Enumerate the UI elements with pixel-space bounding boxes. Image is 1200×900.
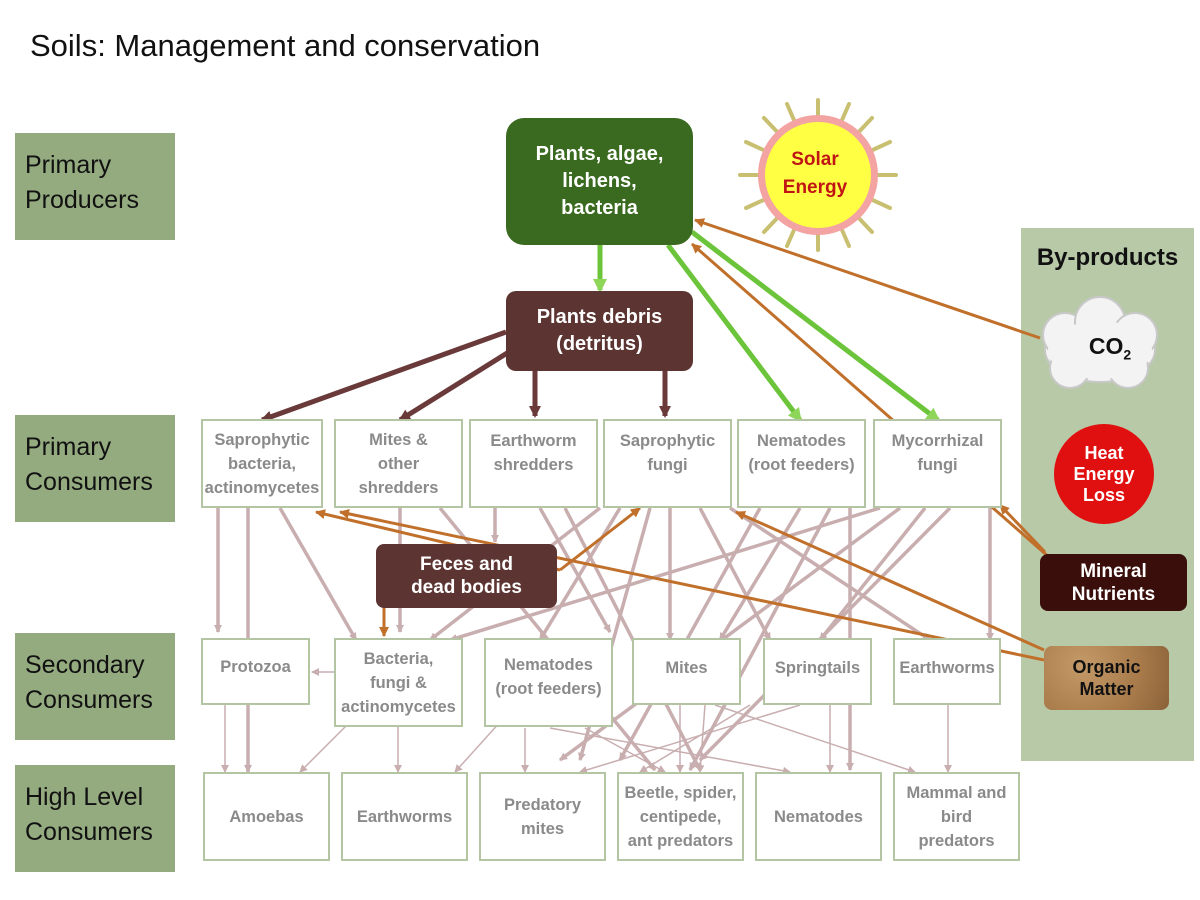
node-label: Mycorrhizal fungi (891, 431, 984, 474)
heat-energy-loss: Heat Energy Loss (1054, 424, 1154, 524)
node-mites-shredders: Mites & other shredders (334, 419, 463, 508)
sun-icon (765, 122, 871, 228)
node-label: Nematodes (774, 807, 863, 826)
node-nematodes-secondary: Nematodes (root feeders) (484, 638, 613, 727)
node-label: Protozoa (220, 657, 291, 676)
node-label: Plants debris (detritus) (536, 306, 663, 355)
node-plants-debris: Plants debris (detritus) (506, 291, 693, 371)
level-label: Secondary Consumers (25, 651, 153, 714)
level-secondary-consumers: Secondary Consumers (15, 633, 175, 740)
node-nematodes-high: Nematodes (755, 772, 882, 861)
node-label: Nematodes (root feeders) (495, 655, 602, 698)
node-label: Plants, algae, lichens, bacteria (535, 143, 664, 219)
level-high-level-consumers: High Level Consumers (15, 765, 175, 872)
food-web-links-thin (221, 668, 952, 775)
node-plants: Plants, algae, lichens, bacteria (506, 118, 693, 245)
node-label: Organic Matter (1072, 657, 1141, 699)
node-label: Mites & other shredders (358, 430, 439, 497)
level-label: Primary Producers (25, 151, 139, 214)
node-label: Saprophytic bacteria, actinomycetes (204, 430, 320, 497)
node-mycorrhizal-fungi: Mycorrhizal fungi (873, 419, 1002, 508)
detritus-links (260, 329, 671, 423)
producer-links (593, 230, 941, 423)
node-saprophytic-bacteria: Saprophytic bacteria, actinomycetes (201, 419, 323, 508)
co2-label: CO2 (1070, 333, 1150, 363)
node-label: Beetle, spider, centipede, ant predators (624, 783, 737, 850)
co2-text: CO (1088, 333, 1124, 359)
node-nematodes-root-feeders: Nematodes (root feeders) (737, 419, 866, 508)
co2-subscript: 2 (1123, 346, 1132, 363)
node-label: Earthworm shredders (490, 431, 577, 474)
node-saprophytic-fungi: Saprophytic fungi (603, 419, 732, 508)
node-label: Mineral Nutrients (1071, 560, 1156, 605)
node-label: Earthworms (899, 658, 995, 677)
node-label: Earthworms (356, 807, 453, 826)
sun-rays (738, 98, 898, 252)
node-predatory-mites: Predatory mites (479, 772, 606, 861)
node-mammal-bird-predators: Mammal and bird predators (893, 772, 1020, 861)
node-label: Predatory mites (503, 795, 582, 838)
level-primary-consumers: Primary Consumers (15, 415, 175, 522)
node-label: Springtails (774, 658, 861, 677)
page-title: Soils: Management and conservation (30, 28, 541, 63)
node-beetle-spider-predators: Beetle, spider, centipede, ant predators (617, 772, 744, 861)
node-amoebas: Amoebas (203, 772, 330, 861)
level-label: Primary Consumers (25, 433, 153, 496)
cloud-icon (1042, 296, 1158, 389)
node-springtails: Springtails (763, 638, 872, 705)
node-label: Saprophytic fungi (619, 431, 716, 474)
node-earthworm-shredders: Earthworm shredders (469, 419, 598, 508)
node-mites: Mites (632, 638, 741, 705)
node-label: Feces and dead bodies (411, 554, 522, 598)
level-primary-producers: Primary Producers (15, 133, 175, 240)
organic-matter: Organic Matter (1044, 646, 1169, 710)
byproducts-title: By-products (1036, 244, 1179, 271)
node-label: Mammal and bird predators (906, 783, 1007, 850)
mineral-nutrients: Mineral Nutrients (1040, 554, 1187, 611)
node-protozoa: Protozoa (201, 638, 310, 705)
node-earthworms-high: Earthworms (341, 772, 468, 861)
solar-energy-label: Solar Energy (782, 149, 848, 198)
node-label: Bacteria, fungi & actinomycetes (341, 649, 456, 716)
node-bacteria-fungi: Bacteria, fungi & actinomycetes (334, 638, 463, 727)
node-label: Amoebas (229, 807, 304, 826)
node-earthworms-secondary: Earthworms (893, 638, 1001, 705)
level-label: High Level Consumers (25, 783, 153, 846)
node-feces-dead-bodies: Feces and dead bodies (376, 544, 557, 608)
node-label: Mites (665, 658, 708, 677)
node-label: Nematodes (root feeders) (748, 431, 855, 474)
node-label: Heat Energy Loss (1073, 442, 1135, 505)
